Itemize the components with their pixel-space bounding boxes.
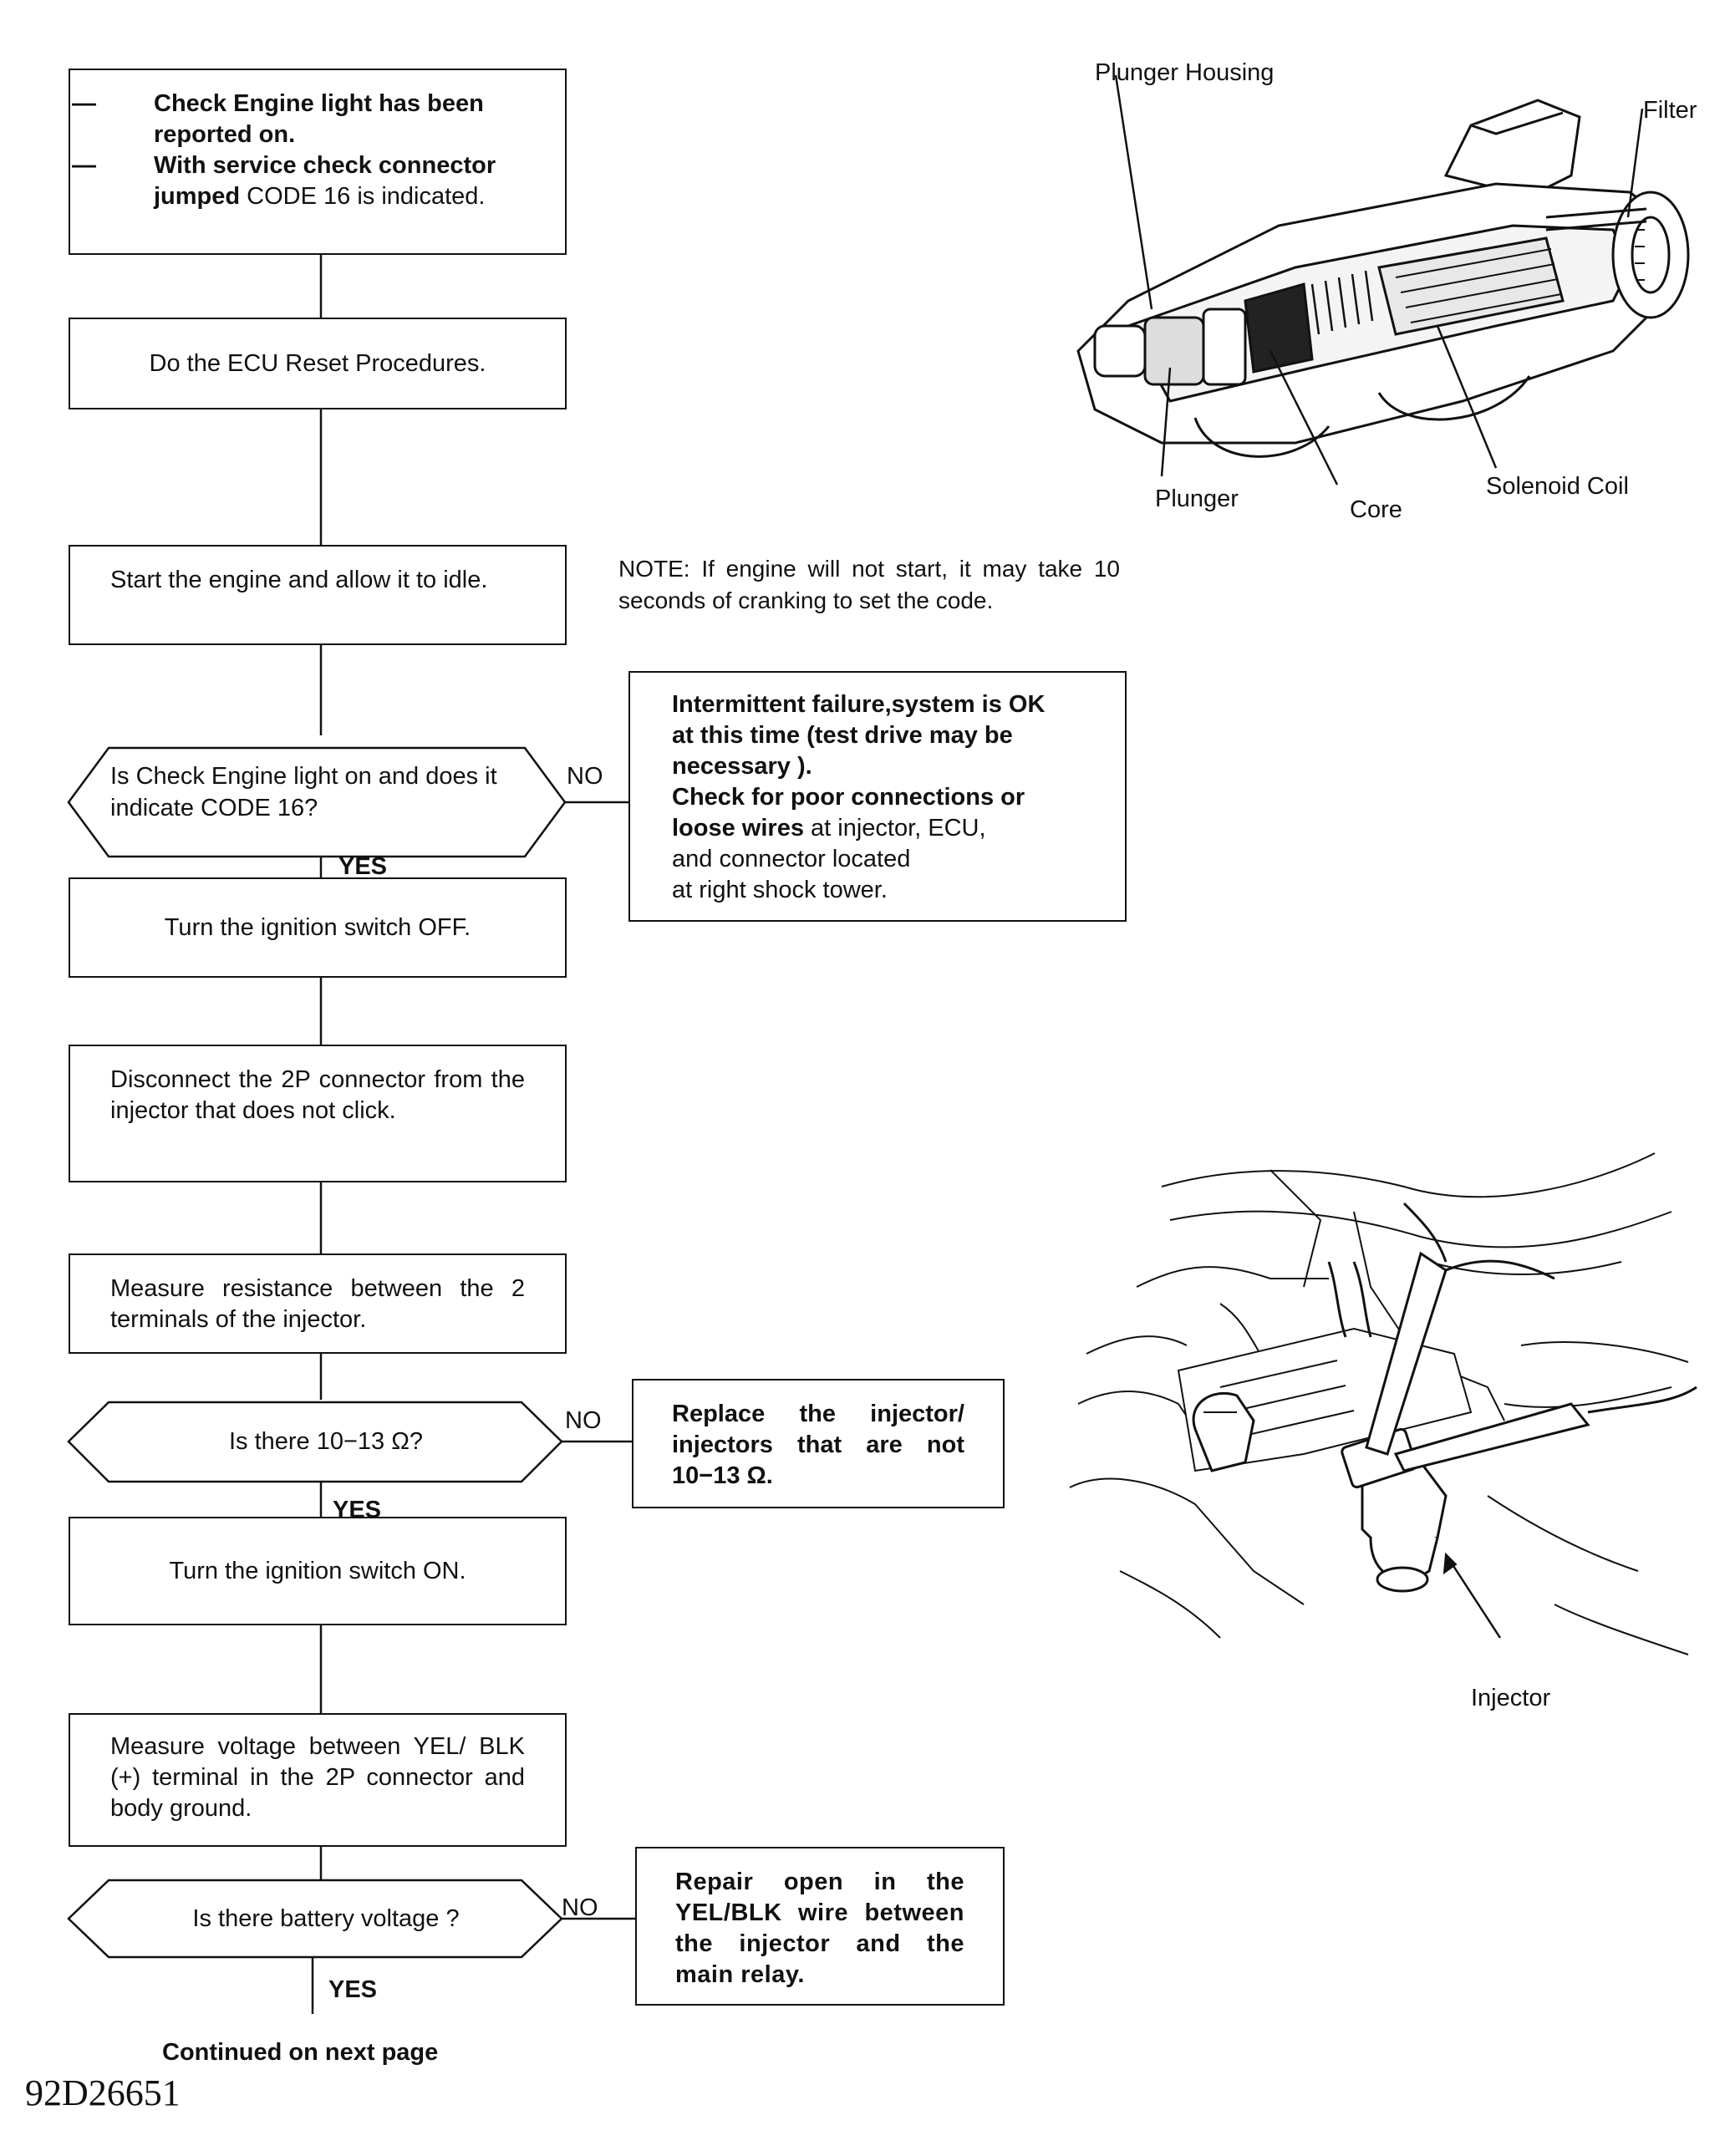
box-intermittent-failure: Intermittent failure,system is OK at thi… bbox=[628, 671, 1127, 922]
label-solenoid-coil: Solenoid Coil bbox=[1486, 473, 1629, 500]
box-measure-resistance: Measure resistance between the 2 termina… bbox=[69, 1253, 567, 1354]
box-repair-open: Repair open in the YEL/BLK wire between … bbox=[635, 1847, 1005, 2006]
box-check-engine-reported: —Check Engine light has been reported on… bbox=[69, 69, 567, 255]
engine-drawing bbox=[1069, 1152, 1697, 1655]
note-cranking: NOTE: If engine will not start, it may t… bbox=[618, 556, 1120, 613]
box-ecu-reset: Do the ECU Reset Procedures. bbox=[69, 318, 567, 409]
decision-1-no: NO bbox=[567, 763, 603, 790]
injector-cutaway-diagram: Plunger Housing Filter Plunger Core Sole… bbox=[1028, 50, 1713, 535]
decision-3-shape bbox=[67, 1879, 563, 1959]
decision-3-yes: YES bbox=[328, 1976, 378, 2003]
decision-2-shape bbox=[67, 1401, 563, 1483]
box-start-engine: Start the engine and allow it to idle. bbox=[69, 545, 567, 645]
decision-1-text: Is Check Engine light on and does it ind… bbox=[110, 763, 497, 821]
figure-id: 92D26651 bbox=[25, 2072, 181, 2113]
label-plunger: Plunger bbox=[1155, 486, 1239, 512]
decision-1-shape bbox=[67, 746, 567, 858]
label-injector: Injector bbox=[1471, 1685, 1551, 1711]
box-replace-injector: Replace the injector/ injectors that are… bbox=[632, 1379, 1005, 1508]
decision-1-yes: YES bbox=[338, 853, 388, 880]
continued-label: Continued on next page bbox=[162, 2039, 439, 2066]
label-filter: Filter bbox=[1643, 97, 1697, 124]
box-disconnect-connector: Disconnect the 2P connector from the inj… bbox=[69, 1045, 567, 1182]
decision-2-text: Is there 10−13 Ω? bbox=[228, 1428, 424, 1455]
decision-2-no: NO bbox=[565, 1407, 602, 1434]
decision-3-text: Is there battery voltage ? bbox=[192, 1905, 460, 1932]
injector-cutaway-drawing bbox=[1076, 74, 1690, 486]
box-ignition-off: Turn the ignition switch OFF. bbox=[69, 877, 567, 978]
box-measure-voltage: Measure voltage between YEL/ BLK (+) ter… bbox=[69, 1713, 567, 1847]
decision-3-no: NO bbox=[562, 1894, 598, 1921]
box-ignition-on: Turn the ignition switch ON. bbox=[69, 1517, 567, 1625]
label-plunger-housing: Plunger Housing bbox=[1095, 59, 1275, 86]
engine-injector-illustration: Injector bbox=[1053, 1136, 1705, 1721]
label-core: Core bbox=[1350, 496, 1402, 523]
